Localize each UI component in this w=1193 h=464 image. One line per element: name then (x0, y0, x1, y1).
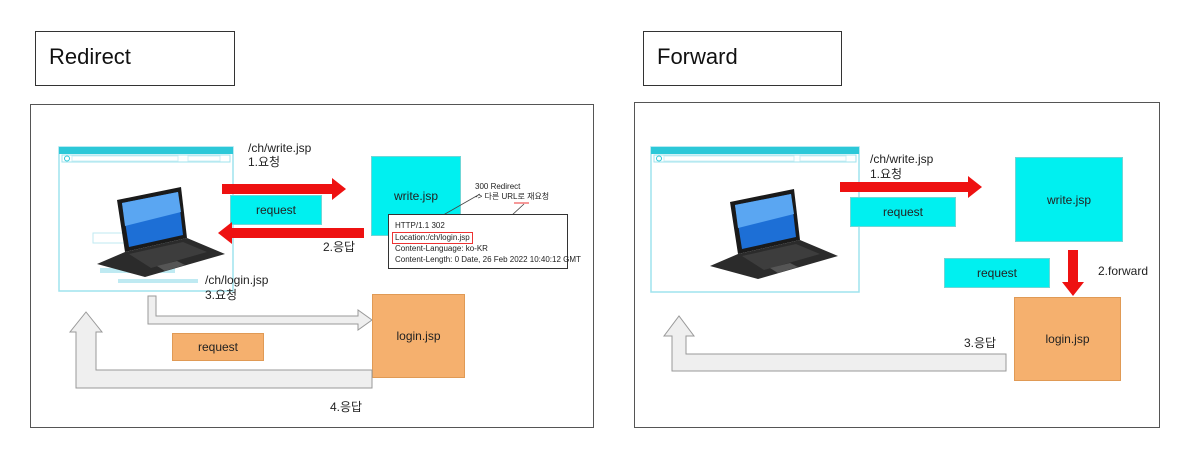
forward-request-label-1: request (882, 205, 924, 219)
redirect-step1-label: 1.요청 (248, 155, 281, 169)
forward-request-label-2: request (976, 266, 1018, 280)
forward-step2-label: 2.forward (1098, 264, 1149, 278)
redirect-title-text: Redirect (49, 44, 131, 69)
redirect-write-label: write.jsp (393, 189, 438, 203)
forward-step1-path: /ch/write.jsp (870, 152, 934, 166)
forward-write-label: write.jsp (1046, 192, 1091, 207)
laptop-icon (710, 189, 838, 279)
http-location: Location:/ch/login.jsp (392, 231, 473, 244)
redirect-request-label-1: request (255, 203, 297, 217)
redirect-request-box-2: request (172, 333, 264, 361)
redirect-step3-path: /ch/login.jsp (205, 273, 269, 287)
redirect-request-box-1: request (230, 195, 322, 225)
forward-step3-label: 3.응답 (964, 336, 997, 350)
response-arrow (218, 222, 364, 244)
redirect-login-jsp: login.jsp (372, 294, 465, 378)
redirect-login-label: login.jsp (396, 329, 441, 343)
forward-login-label: login.jsp (1045, 332, 1090, 346)
forward-title-text: Forward (657, 44, 738, 69)
forward-step1-label: 1.요청 (870, 167, 903, 181)
forward-arrow (1062, 250, 1084, 296)
forward-write-jsp: write.jsp (1015, 157, 1123, 242)
forward-request-box-1: request (850, 197, 956, 227)
redirect-title: Redirect (35, 31, 235, 86)
redirect-request-label-2: request (197, 340, 239, 354)
redirect-step3-label: 3.요청 (205, 288, 238, 302)
redirect-note-line1: 300 Redirect (475, 182, 521, 191)
http-length-date: Content-Length: 0 Date, 26 Feb 2022 10:4… (395, 254, 581, 264)
redirect-response-arrow-2 (68, 311, 373, 389)
redirect-note-line2: -> 다른 URL로 재요청 (475, 192, 550, 201)
forward-response-arrow (663, 315, 1007, 372)
http-language: Content-Language: ko-KR (395, 244, 488, 253)
redirect-request-arrow-2 (147, 295, 373, 331)
forward-request-box-2: request (944, 258, 1050, 288)
redirect-step1-path: /ch/write.jsp (248, 141, 312, 155)
forward-title: Forward (643, 31, 842, 86)
http-status: HTTP/1.1 302 (395, 221, 445, 230)
forward-login-jsp: login.jsp (1014, 297, 1121, 381)
http-response-box: HTTP/1.1 302 Location:/ch/login.jsp Cont… (388, 214, 581, 269)
laptop-icon (97, 187, 225, 277)
redirect-step4-label: 4.응답 (330, 400, 363, 414)
request-arrow (222, 178, 346, 200)
redirect-step2-label: 2.응답 (323, 240, 356, 254)
forward-request-arrow (840, 176, 982, 198)
